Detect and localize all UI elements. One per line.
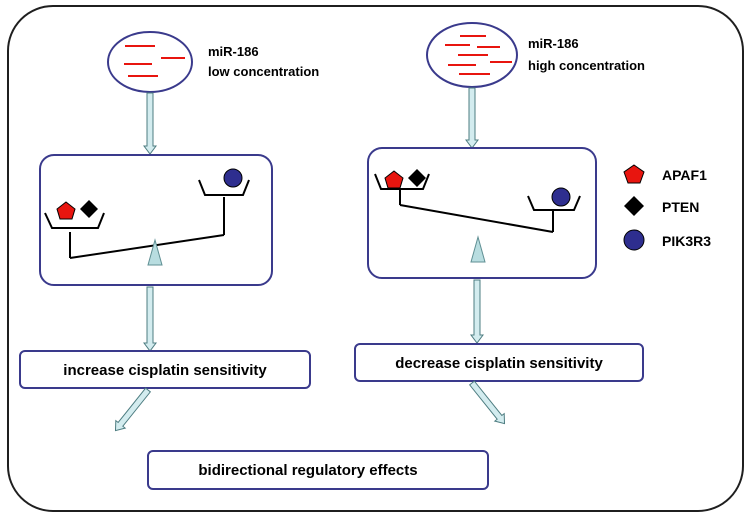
pik3r3-circle-icon-right [551, 187, 571, 207]
arrow-down-right-1 [465, 87, 479, 149]
pten-diamond-icon-left [80, 200, 98, 218]
conclusion-text: bidirectional regulatory effects [198, 462, 417, 479]
balance-box-right [367, 147, 597, 279]
outcome-box-left [19, 350, 311, 389]
legend-label-pik3r3: PIK3R3 [662, 233, 711, 249]
mirna-high-label-line1: miR-186 [528, 36, 579, 51]
apaf1-pentagon-icon-left [56, 201, 76, 220]
mirna-low-label-line2: low concentration [208, 64, 319, 79]
legend: APAF1 PTEN PIK3R3 [623, 164, 711, 251]
outcome-right-text: decrease cisplatin sensitivity [395, 355, 603, 372]
outcome-box-right [354, 343, 644, 382]
legend-label-pten: PTEN [662, 199, 699, 215]
arrow-down-left-1 [143, 92, 157, 155]
legend-circle-icon [623, 229, 645, 251]
mirna-high-label-line2: high concentration [528, 58, 645, 73]
mirna-high-strands [445, 35, 512, 75]
arrow-down-right-2 [470, 279, 484, 344]
legend-diamond-icon [624, 196, 644, 216]
right-column: miR-186 high concentration decrease cisp… [354, 22, 645, 425]
legend-label-apaf1: APAF1 [662, 167, 707, 183]
pik3r3-circle-icon-left [223, 168, 243, 188]
arrow-down-left-2 [143, 286, 157, 352]
outcome-left-text: increase cisplatin sensitivity [63, 362, 267, 379]
balance-scale-left [44, 179, 250, 259]
left-column: miR-186 low concentration increase cispl… [19, 31, 319, 432]
mirna-low-ellipse [107, 31, 193, 93]
fulcrum-right [470, 235, 486, 263]
fulcrum-left [147, 238, 163, 266]
mirna-low-strands [124, 45, 185, 77]
arrow-diagonal-right [468, 380, 506, 425]
mirna-low-label-line1: miR-186 [208, 44, 259, 59]
balance-scale-right [374, 173, 581, 233]
balance-box-left [39, 154, 273, 286]
apaf1-pentagon-icon-right [384, 170, 404, 189]
pten-diamond-icon-right [408, 169, 426, 187]
legend-pentagon-icon [623, 164, 645, 184]
arrow-diagonal-left [114, 387, 152, 432]
conclusion-box [147, 450, 489, 490]
